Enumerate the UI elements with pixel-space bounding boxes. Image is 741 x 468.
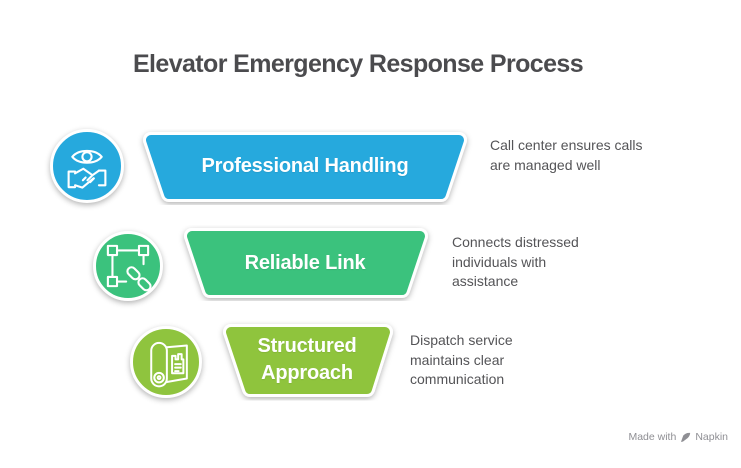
stage-2-label: Reliable Link bbox=[244, 252, 366, 274]
stage-3-icon-badge bbox=[130, 326, 202, 398]
watermark-prefix: Made with bbox=[628, 431, 677, 443]
funnel-stage-3-fill bbox=[226, 327, 390, 394]
stage-2-icon-badge bbox=[93, 231, 163, 301]
funnel-stage-2-fill bbox=[187, 231, 425, 295]
selection-link-icon bbox=[106, 244, 152, 292]
funnel-stage-3-shape bbox=[223, 324, 393, 397]
stage-1-description: Call center ensures calls are managed we… bbox=[490, 137, 643, 173]
quill-pen-icon bbox=[681, 432, 691, 442]
funnel-stage-1-fill bbox=[146, 135, 464, 199]
funnel-stage-2-shape bbox=[184, 228, 428, 298]
funnel-stage-1-shape bbox=[143, 132, 467, 202]
blueprint-scroll-icon bbox=[150, 341, 188, 388]
stage-1-icon-badge bbox=[50, 129, 124, 203]
stage-2-description: Connects distressed individuals with ass… bbox=[452, 234, 579, 289]
oversight-handshake-icon bbox=[67, 149, 107, 189]
stage-3-label: Structured Approach bbox=[257, 335, 357, 384]
page-title: Elevator Emergency Response Process bbox=[132, 50, 584, 78]
made-with-napkin-link[interactable]: Made with Napkin bbox=[628, 431, 728, 443]
stage-1-label: Professional Handling bbox=[201, 155, 409, 177]
watermark-brand: Napkin bbox=[695, 431, 728, 443]
stage-3-description: Dispatch service maintains clear communi… bbox=[410, 332, 513, 387]
